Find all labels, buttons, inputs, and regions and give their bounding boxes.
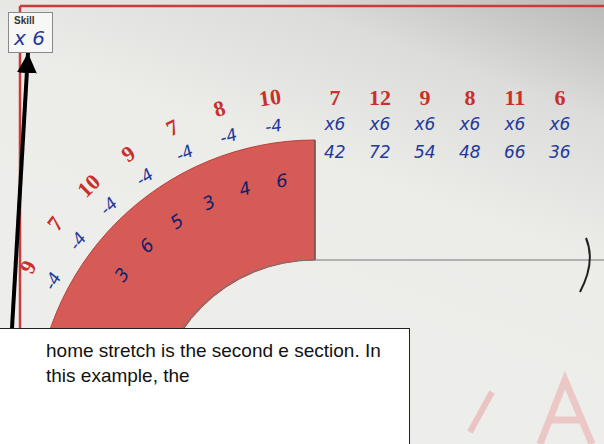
- product: 54: [414, 142, 436, 162]
- difference: 3: [110, 263, 134, 285]
- subtract-step: -4: [217, 124, 239, 148]
- target-number: 10: [257, 84, 282, 113]
- box-text: x 6: [14, 27, 45, 49]
- multiply-step: x6: [370, 114, 391, 134]
- cell-line: [315, 259, 604, 260]
- handwritten-stroke: [580, 238, 590, 292]
- subtract-step: -4: [173, 140, 197, 165]
- product: 42: [324, 142, 346, 162]
- box-heading: Skill: [14, 15, 45, 27]
- skill-box: Skillx 6: [8, 12, 53, 53]
- subtract-step: -4: [264, 115, 284, 137]
- difference: 4: [236, 177, 253, 200]
- difference: 6: [136, 234, 159, 257]
- multiply-step: x6: [325, 114, 346, 134]
- faint-mark: [540, 380, 592, 444]
- target-number: 7: [330, 85, 341, 111]
- faint-mark: [470, 392, 492, 432]
- target-number: 7: [162, 114, 183, 142]
- product: 66: [504, 142, 526, 162]
- target-number: 8: [465, 85, 476, 111]
- multiply-step: x6: [505, 114, 526, 134]
- subtract-step: -4: [65, 228, 91, 254]
- multiply-step: x6: [460, 114, 481, 134]
- mat-frame: [20, 5, 604, 8]
- target-number: 9: [14, 256, 42, 278]
- target-number: 9: [420, 85, 431, 111]
- multiply-step: x6: [550, 114, 571, 134]
- callout-box: home stretch is the second e section. In…: [0, 328, 410, 444]
- target-number: 9: [117, 140, 141, 168]
- target-number: 12: [369, 85, 391, 111]
- pointer-arrow: [12, 53, 28, 328]
- product: 48: [459, 142, 481, 162]
- difference: 5: [166, 210, 187, 234]
- target-number: 8: [211, 95, 229, 123]
- subtract-step: -4: [132, 164, 157, 190]
- difference: 3: [199, 191, 218, 215]
- difference: 6: [274, 169, 288, 191]
- cell-line: [314, 140, 315, 260]
- target-number: 7: [42, 212, 69, 236]
- subtract-step: -4: [96, 193, 122, 219]
- box-heading: home stretch is the second e section. In…: [46, 338, 398, 388]
- subtract-step: -4: [40, 268, 66, 292]
- target-number: 11: [505, 85, 526, 111]
- target-number: 6: [555, 85, 566, 111]
- product: 72: [369, 142, 391, 162]
- multiply-step: x6: [415, 114, 436, 134]
- product: 36: [549, 142, 571, 162]
